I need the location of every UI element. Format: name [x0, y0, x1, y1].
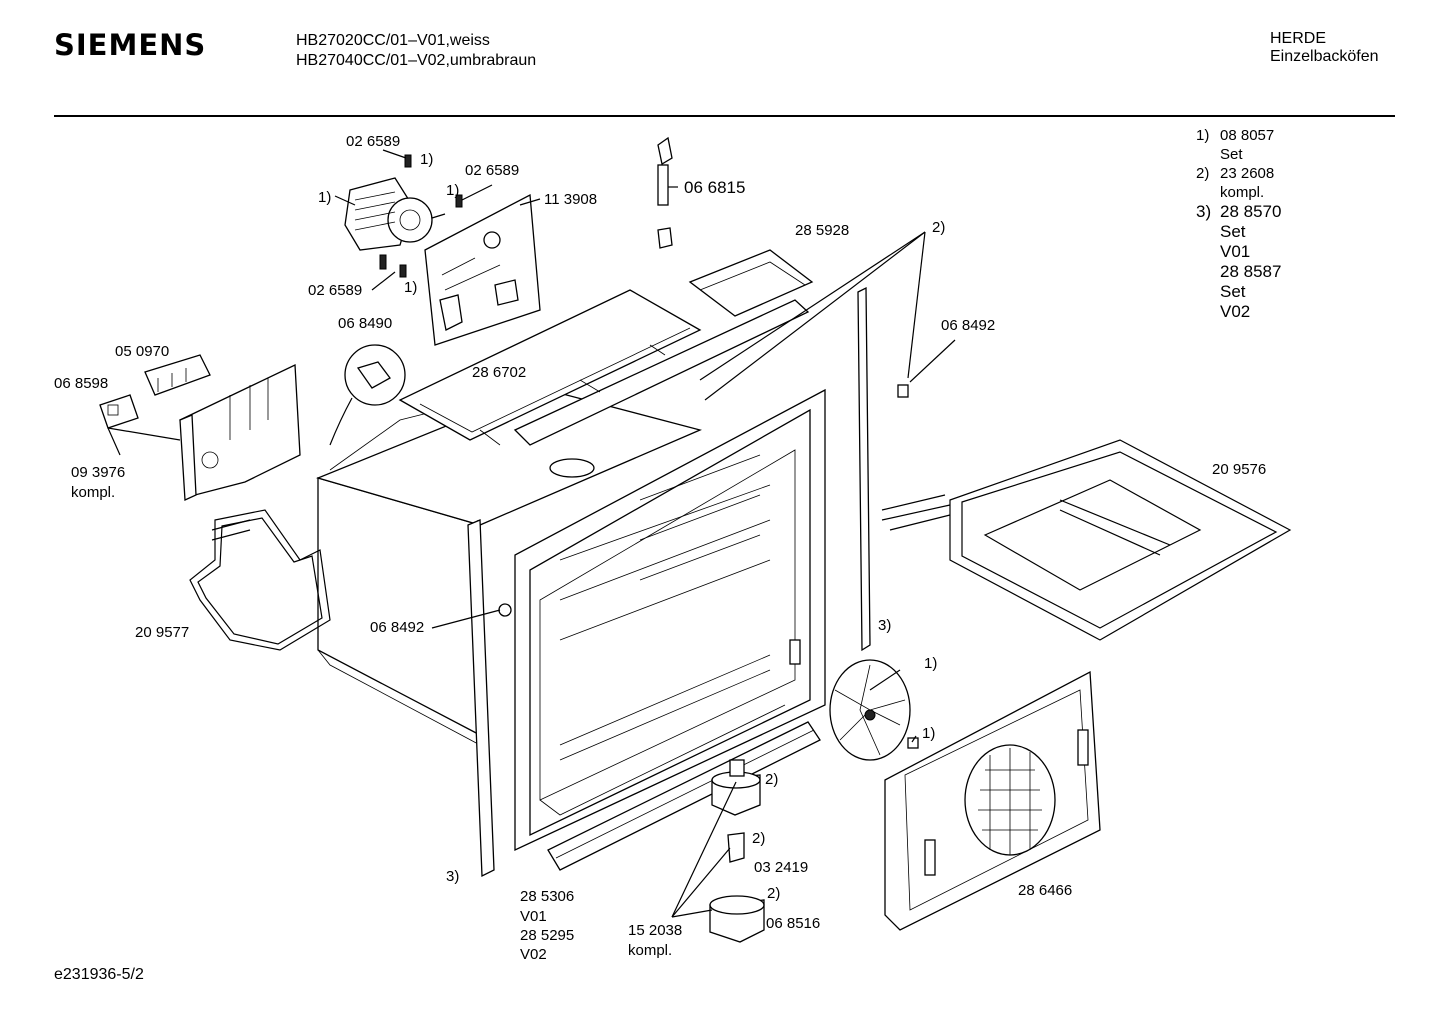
right-side-strip [857, 286, 871, 652]
note-3-desc-1: Set [1220, 222, 1246, 241]
oven-housing [316, 379, 702, 746]
label-v02: V02 [520, 946, 547, 963]
top-cover-plate [398, 289, 810, 446]
ref-2-lamp-bulb: 2) [752, 830, 765, 847]
model-list: HB27020CC/01–V01,weiss HB27040CC/01–V02,… [296, 31, 536, 71]
label-28-5306: 28 5306 [520, 888, 574, 905]
rear-panel [688, 249, 814, 317]
fan-wheel [829, 384, 919, 761]
control-bracket [179, 363, 301, 501]
label-06-8516: 06 8516 [766, 915, 820, 932]
label-06-8490: 06 8490 [338, 315, 392, 332]
ref-1-top: 1) [420, 151, 433, 168]
label-20-9577: 20 9577 [135, 624, 189, 641]
label-02-6589-bottom: 02 6589 [308, 282, 362, 299]
oven-lamp-assembly [709, 759, 765, 943]
fan-cover-plate [399, 154, 541, 346]
label-09-3976: 09 3976 [71, 464, 125, 481]
note-3-part-b: 28 8587 [1220, 262, 1282, 281]
note-1-desc: Set [1220, 146, 1243, 163]
label-28-6466: 28 6466 [1018, 882, 1072, 899]
category-line-2: Einzelbacköfen [1270, 48, 1379, 65]
ref-2-lamp-ring: 2) [767, 885, 780, 902]
model-line-2: HB27040CC/01–V02,umbrabraun [296, 52, 537, 69]
label-06-6815: 06 6815 [684, 178, 745, 197]
label-11-3908: 11 3908 [544, 191, 597, 208]
label-15-2038: 15 2038 [628, 922, 682, 939]
bottom-heating-element [189, 509, 331, 651]
model-line-1: HB27020CC/01–V01,weiss [296, 32, 490, 49]
label-kompl-left: kompl. [71, 484, 115, 501]
grill-heating-element [881, 439, 1292, 641]
ref-2-lamp-glass: 2) [765, 771, 778, 788]
ref-3-left: 3) [446, 868, 459, 885]
label-02-6589-top: 02 6589 [346, 133, 400, 150]
note-2-part: 23 2608 [1220, 165, 1275, 182]
label-28-5928: 28 5928 [795, 222, 849, 239]
part-labels: 02 6589 1) 02 6589 1) 1) 11 3908 06 6815… [54, 133, 1266, 963]
bottom-strip [547, 721, 821, 871]
note-3-desc-2: V01 [1220, 242, 1251, 261]
ref-1-bottom: 1) [404, 279, 417, 296]
switch-block [99, 354, 211, 429]
ref-1-right: 1) [446, 182, 459, 199]
note-2-desc: kompl. [1220, 184, 1265, 201]
ref-1-nut: 1) [922, 725, 935, 742]
ref-1-fan: 1) [924, 655, 937, 672]
label-06-8598: 06 8598 [54, 375, 108, 392]
drawing-code: e231936-5/2 [54, 966, 144, 983]
fan-motor [344, 177, 446, 270]
door-hinge [657, 136, 673, 249]
category-line-1: HERDE [1270, 30, 1327, 47]
label-03-2419: 03 2419 [754, 859, 808, 876]
label-kompl-bottom: kompl. [628, 942, 672, 959]
label-06-8492-right: 06 8492 [941, 317, 995, 334]
label-v01: V01 [520, 908, 547, 925]
note-3-part: 28 8570 [1220, 202, 1282, 221]
front-frame [514, 388, 826, 852]
label-28-6702: 28 6702 [472, 364, 526, 381]
header-divider [54, 115, 1395, 117]
label-20-9576: 20 9576 [1212, 461, 1266, 478]
ref-2-top: 2) [932, 219, 945, 236]
footnote-legend: 1) 08 8057 Set 2) 23 2608 kompl. 3) 28 8570… [1196, 126, 1281, 322]
label-05-0970: 05 0970 [115, 343, 169, 360]
note-3-num: 3) [1196, 202, 1212, 221]
label-28-5295: 28 5295 [520, 927, 574, 944]
ref-3-right: 3) [878, 617, 891, 634]
note-1-num: 1) [1196, 127, 1210, 144]
label-06-8492-left: 06 8492 [370, 619, 424, 636]
note-3-desc-3: Set [1220, 282, 1246, 301]
fan-back-cover [884, 670, 1101, 931]
note-1-part: 08 8057 [1220, 127, 1275, 144]
label-02-6589-right: 02 6589 [465, 162, 519, 179]
siemens-logo: SIEMENS [54, 28, 207, 62]
thermostat [329, 344, 406, 446]
note-3-desc-4: V02 [1220, 302, 1251, 321]
category-block: HERDE Einzelbacköfen [1270, 30, 1379, 66]
ref-1-motor: 1) [318, 189, 331, 206]
left-side-strip [467, 519, 512, 878]
leader-lines [107, 149, 956, 918]
note-2-num: 2) [1196, 165, 1210, 182]
